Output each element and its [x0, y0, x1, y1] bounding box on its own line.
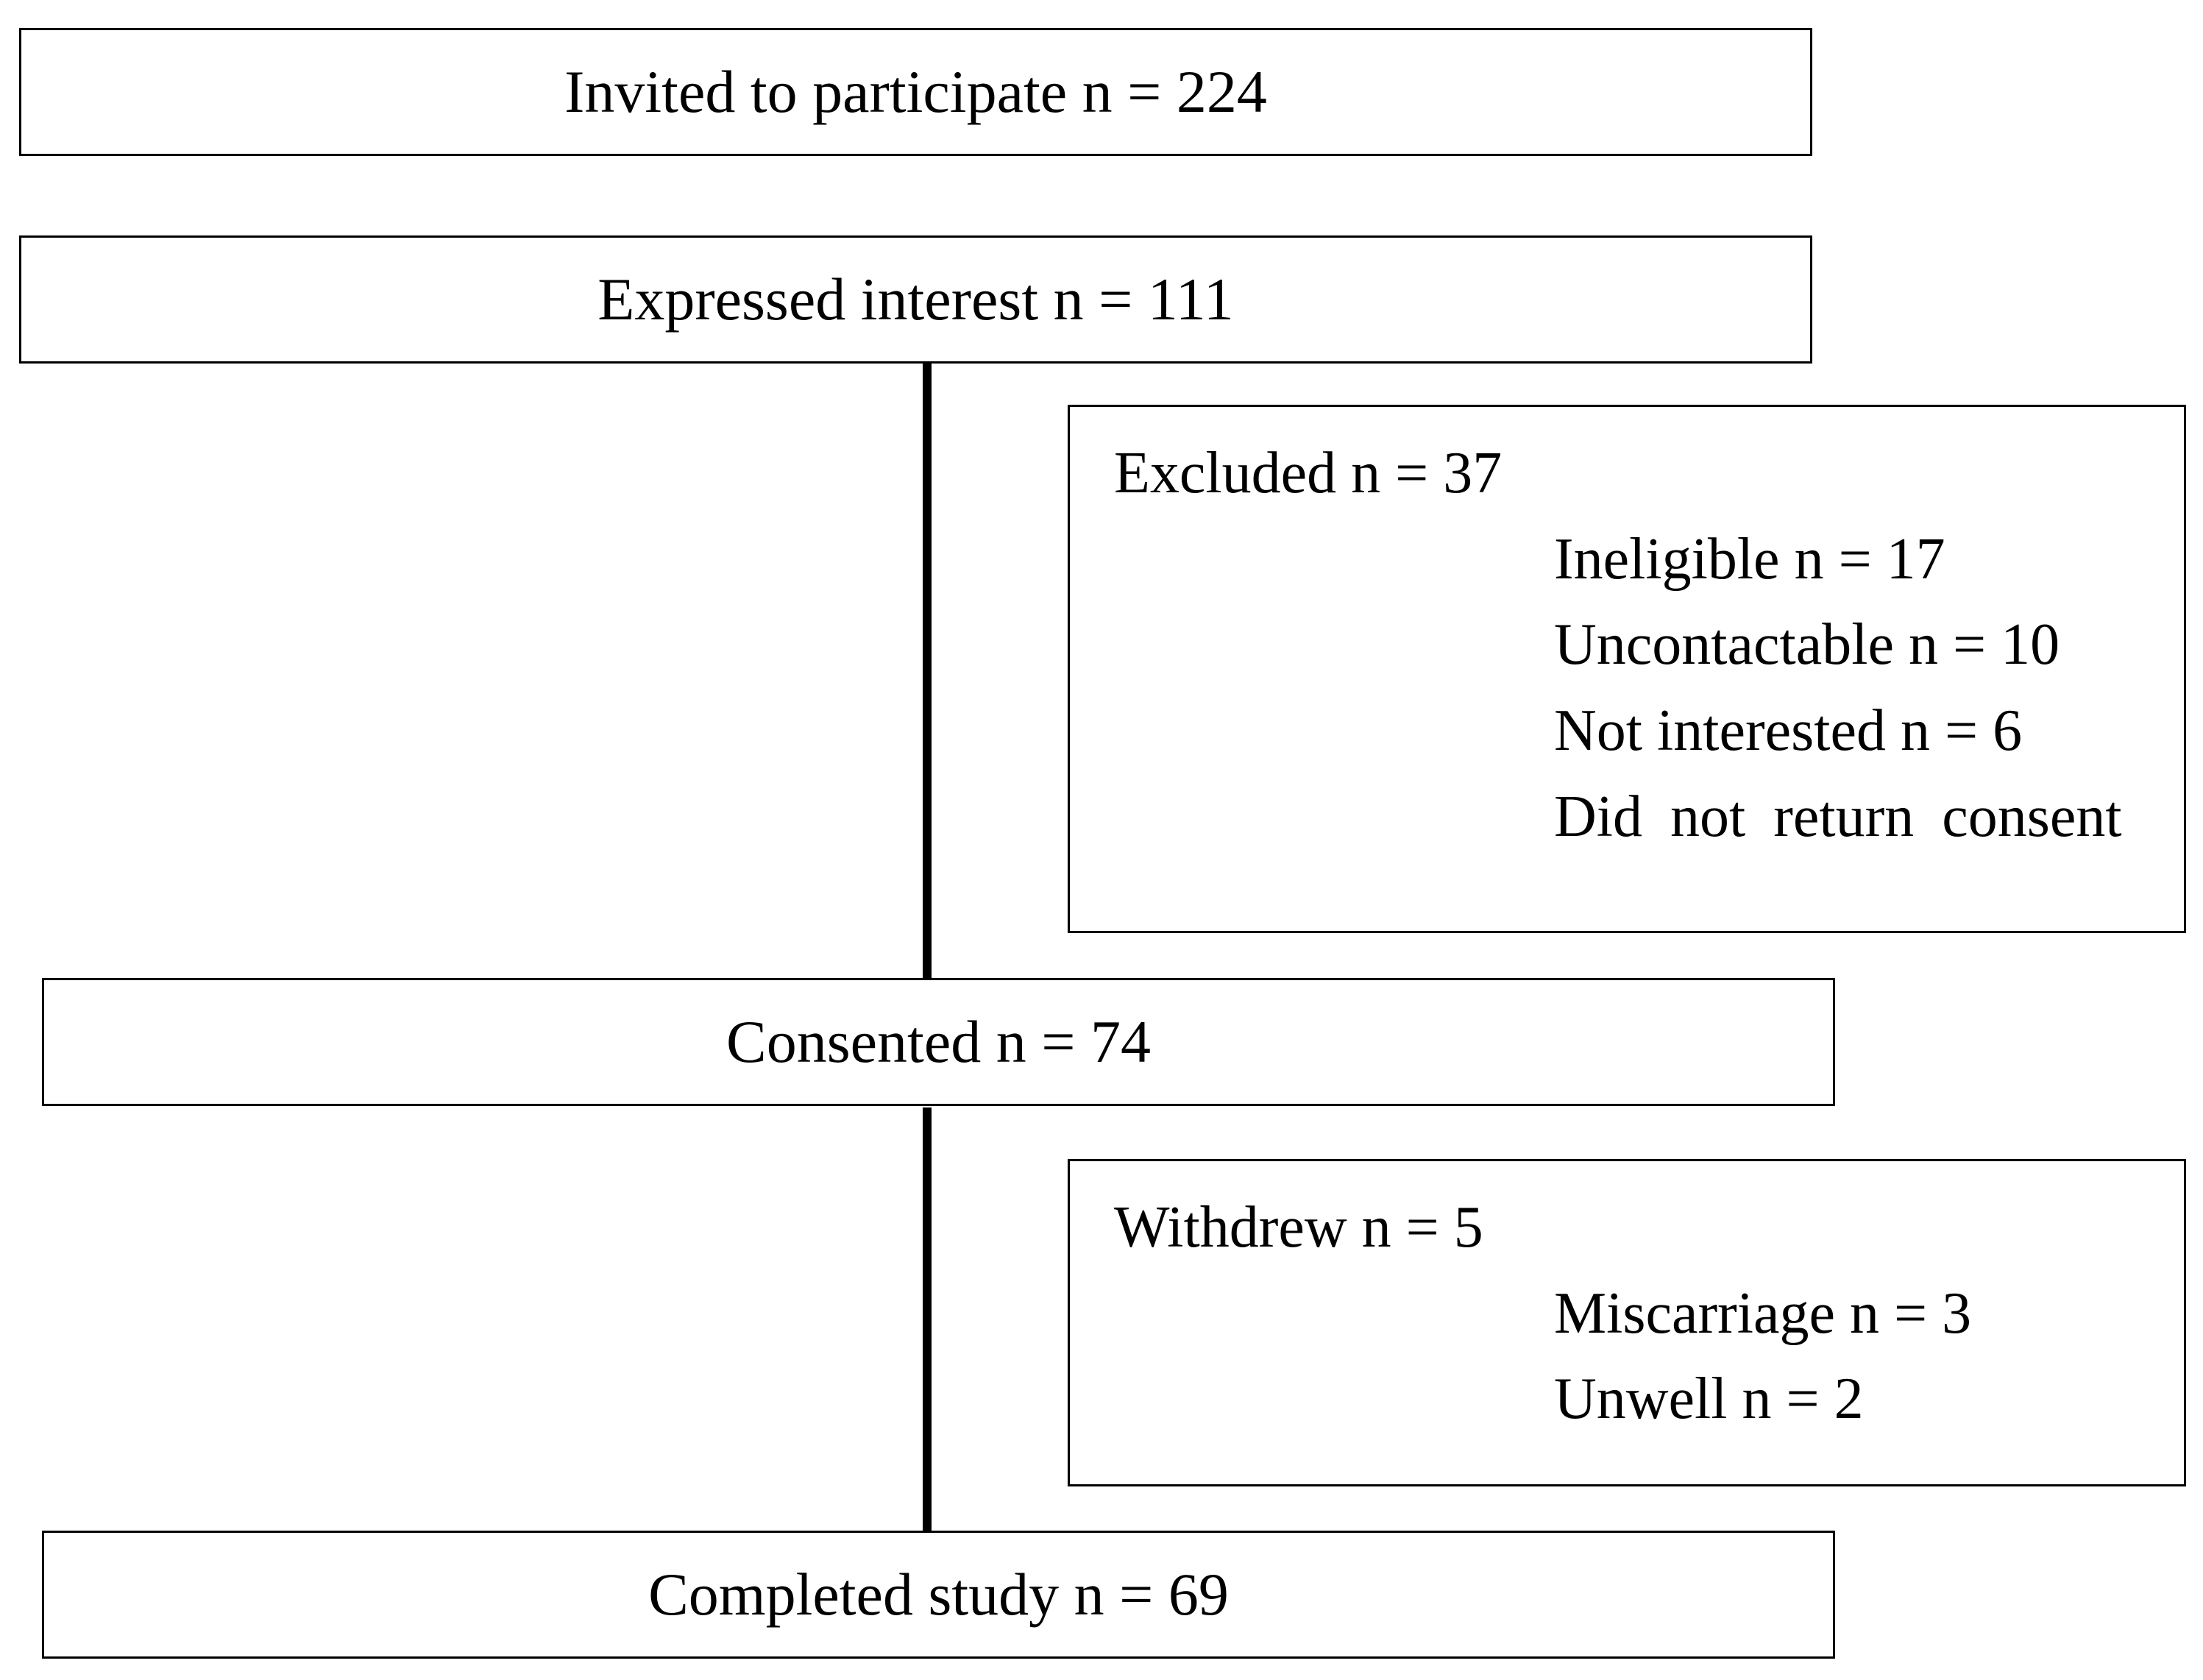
excluded-item-ineligible: Ineligible n = 17 — [1554, 527, 1945, 592]
consented-box: Consented n = 74 — [42, 978, 1835, 1106]
excluded-box: Excluded n = 37 Ineligible n = 17 Uncont… — [1068, 405, 2186, 933]
connector-consented-to-completed — [923, 1107, 932, 1533]
invited-label: Invited to participate n = 224 — [564, 58, 1267, 125]
invited-box: Invited to participate n = 224 — [19, 28, 1812, 156]
excluded-item-not-interested: Not interested n = 6 — [1554, 698, 2023, 763]
consented-label: Consented n = 74 — [726, 1008, 1151, 1075]
excluded-title: Excluded n = 37 — [1114, 441, 1503, 506]
completed-box: Completed study n = 69 — [42, 1531, 1835, 1659]
excluded-item-no-consent: Did not return consent — [1554, 784, 2122, 849]
withdrew-title: Withdrew n = 5 — [1114, 1195, 1483, 1260]
expressed-interest-label: Expressed interest n = 111 — [597, 266, 1234, 333]
excluded-item-uncontactable: Uncontactable n = 10 — [1554, 612, 2060, 677]
connector-interest-to-consented — [923, 363, 932, 981]
withdrew-box: Withdrew n = 5 Miscarriage n = 3 Unwell … — [1068, 1159, 2186, 1486]
withdrew-item-miscarriage: Miscarriage n = 3 — [1554, 1281, 1972, 1346]
withdrew-item-unwell: Unwell n = 2 — [1554, 1367, 1864, 1431]
expressed-interest-box: Expressed interest n = 111 — [19, 235, 1812, 364]
completed-label: Completed study n = 69 — [648, 1561, 1229, 1628]
